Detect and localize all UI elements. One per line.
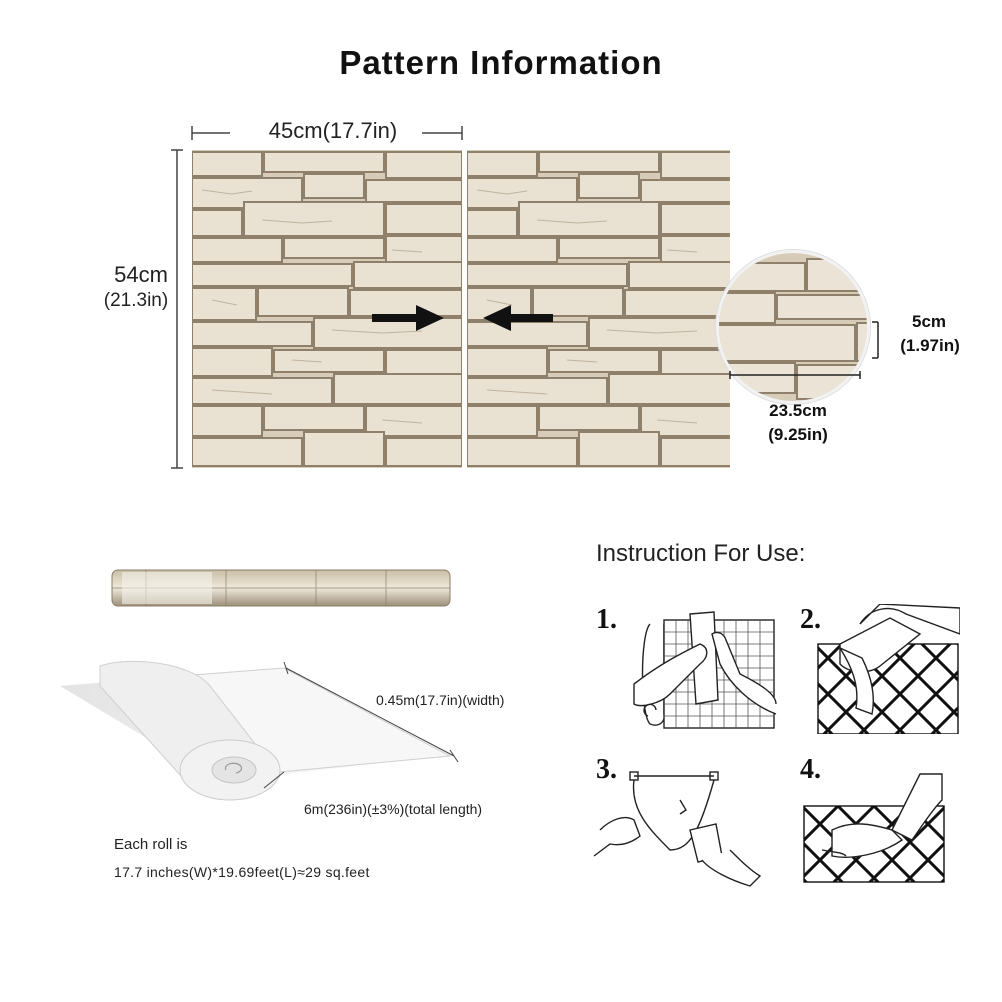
step-3-number: 3.	[596, 754, 617, 785]
step-1-illustration	[633, 611, 777, 729]
height-label-in: (21.3in)	[103, 290, 169, 311]
magnified-brick-circle	[716, 250, 870, 404]
step-2-illustration	[817, 604, 960, 734]
height-dimension-line	[171, 149, 183, 469]
unrolled-roll-diagram	[60, 660, 459, 801]
roll-length-label: 6m(236in)(±3%)(total length)	[304, 801, 483, 817]
instruction-heading: Instruction For Use:	[596, 540, 806, 567]
brick-width-in: (9.25in)	[768, 425, 828, 444]
height-label-cm: 54cm	[114, 262, 168, 287]
step-1-number: 1.	[596, 604, 617, 635]
brick-height-in: (1.97in)	[900, 336, 960, 355]
step-3-illustration	[593, 771, 762, 887]
step-2-number: 2.	[800, 604, 821, 635]
brick-height-bracket	[872, 321, 879, 359]
step-4-illustration	[803, 773, 945, 883]
packaged-roll-image	[111, 569, 451, 607]
brick-width-line	[729, 371, 861, 379]
magnified-brick-texture	[719, 253, 867, 401]
roll-width-label: 0.45m(17.7in)(width)	[376, 692, 505, 708]
each-roll-line1: Each roll is	[114, 836, 188, 853]
page-title: Pattern Information	[339, 44, 663, 81]
brick-height-cm: 5cm	[911, 312, 947, 331]
width-label: 45cm(17.7in)	[268, 118, 398, 143]
step-4-number: 4.	[800, 754, 821, 785]
each-roll-line2: 17.7 inches(W)*19.69feet(L)≈29 sq.feet	[114, 864, 370, 880]
width-dimension-line	[191, 126, 463, 140]
brick-width-cm: 23.5cm	[769, 401, 827, 420]
arrow-left-icon	[483, 305, 553, 331]
arrow-right-icon	[372, 305, 444, 331]
